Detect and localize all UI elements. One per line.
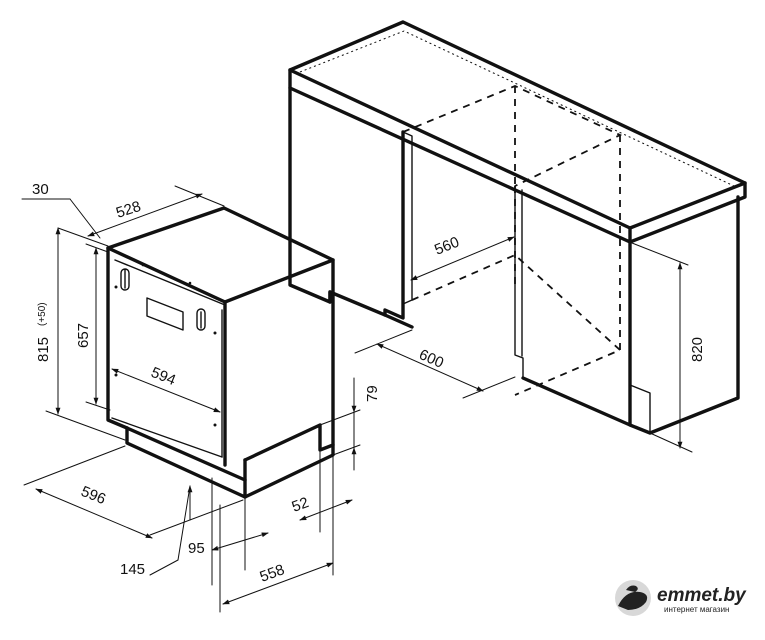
dishwasher-dimensions: 30 528 815 (+50) 657 594 596 145 95: [21, 181, 381, 613]
dim-596-label: 596: [79, 483, 109, 508]
door-bottom-edge: [111, 417, 223, 458]
cabinet-right-panel: [628, 195, 740, 435]
dishwasher-side-panel: [223, 258, 335, 467]
dim-600-ext2: [462, 376, 516, 399]
dim-79-ext-bottom: [332, 444, 361, 456]
logo-name: emmet.by: [657, 585, 747, 606]
dim-815-ext-bottom: [45, 410, 126, 441]
dim-558-line: [222, 562, 334, 605]
kitchen-cabinet: [288, 20, 747, 435]
cabinet-left-panel: [288, 86, 405, 320]
dim-657-ext-bottom: [85, 401, 111, 411]
screw-dot-5: [141, 263, 145, 267]
screw-dot-1: [114, 285, 118, 289]
logo-figure-icon: [618, 585, 648, 610]
screw-dot-3: [213, 331, 217, 335]
dim-596-line: [35, 488, 153, 539]
dim-30-leader-2: [69, 198, 101, 239]
cabinet-dimensions: 560 600 820: [354, 234, 706, 453]
dim-600-label: 600: [416, 346, 446, 372]
countertop-top: [288, 20, 747, 230]
dim-560-line: [410, 236, 515, 281]
dim-600-ext1: [354, 329, 413, 354]
dim-95-label: 95: [188, 540, 205, 557]
dim-95-line: [211, 532, 269, 551]
niche-dashed-right-vertical: [514, 135, 621, 396]
dim-79-label: 79: [364, 385, 381, 402]
dim-528-line: [87, 193, 203, 237]
cabinet-right-inner: [629, 384, 651, 434]
dishwasher-front-face: [106, 246, 129, 430]
dim-815-label: 815: [35, 337, 52, 362]
door-top-edge: [114, 259, 226, 306]
dim-145-label: 145: [120, 561, 145, 578]
dim-596-ext2: [149, 499, 244, 536]
dim-657-label: 657: [75, 323, 92, 348]
cabinet-left-panel-depth: [402, 131, 413, 305]
dim-596-ext1: [23, 445, 126, 486]
dishwasher-foot: [126, 442, 246, 498]
emmet-logo: emmet.by интернет магазин: [615, 580, 747, 616]
dim-815-tolerance: (+50): [37, 302, 48, 326]
dim-820-label: 820: [689, 337, 706, 362]
dim-145-leader: [177, 485, 191, 561]
screw-dot-6: [188, 281, 192, 285]
niche-dashed-bottom: [411, 253, 621, 351]
dim-528-ext2: [174, 185, 225, 207]
dim-820-ext1: [631, 242, 689, 266]
dim-52-line: [299, 499, 353, 521]
cabinet-left-plinth: [328, 290, 414, 329]
dim-30-label: 30: [32, 181, 49, 198]
dishwasher-plinth: [125, 426, 247, 499]
dim-600-line: [376, 343, 484, 392]
dim-594-line: [111, 368, 221, 413]
logo-subtitle: интернет магазин: [664, 605, 729, 614]
dim-52-label: 52: [290, 494, 311, 516]
dim-145-leader-2: [149, 559, 179, 576]
countertop-front-edge: [288, 68, 632, 244]
dishwasher-plinth-2: [125, 426, 247, 482]
cabinet-right-plinth: [521, 376, 632, 427]
countertop-right-edge: [628, 181, 747, 244]
dim-528-label: 528: [114, 198, 143, 222]
screw-dot-2: [114, 373, 118, 377]
dishwasher: [106, 206, 335, 499]
mount-hook-left: [120, 268, 130, 291]
screw-dot-4: [213, 423, 217, 427]
countertop-inner-line: [299, 30, 735, 187]
control-panel: [146, 297, 184, 331]
dim-820-ext2: [649, 432, 693, 453]
mount-hook-right: [196, 308, 206, 331]
dim-560-label: 560: [432, 234, 462, 259]
dim-528-ext1: [57, 227, 109, 247]
